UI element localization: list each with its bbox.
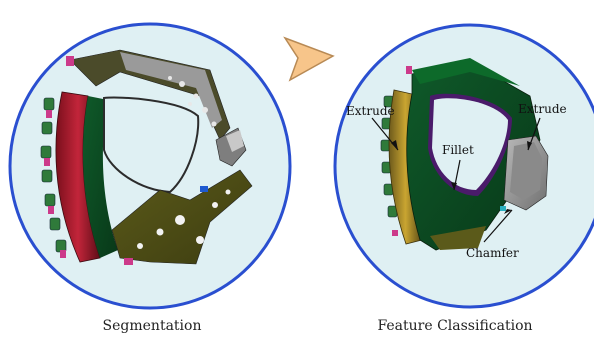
label-extrude-left: Extrude <box>346 104 395 118</box>
feature-classification-panel: Extrude Extrude Fillet Chamfer <box>335 25 594 307</box>
process-arrow <box>285 38 333 80</box>
segmentation-caption: Segmentation <box>52 318 252 334</box>
label-extrude-right: Extrude <box>518 102 567 116</box>
label-chamfer: Chamfer <box>466 246 519 260</box>
segmentation-panel <box>10 24 290 308</box>
feature-classification-caption: Feature Classification <box>355 318 555 334</box>
label-fillet: Fillet <box>442 143 474 157</box>
